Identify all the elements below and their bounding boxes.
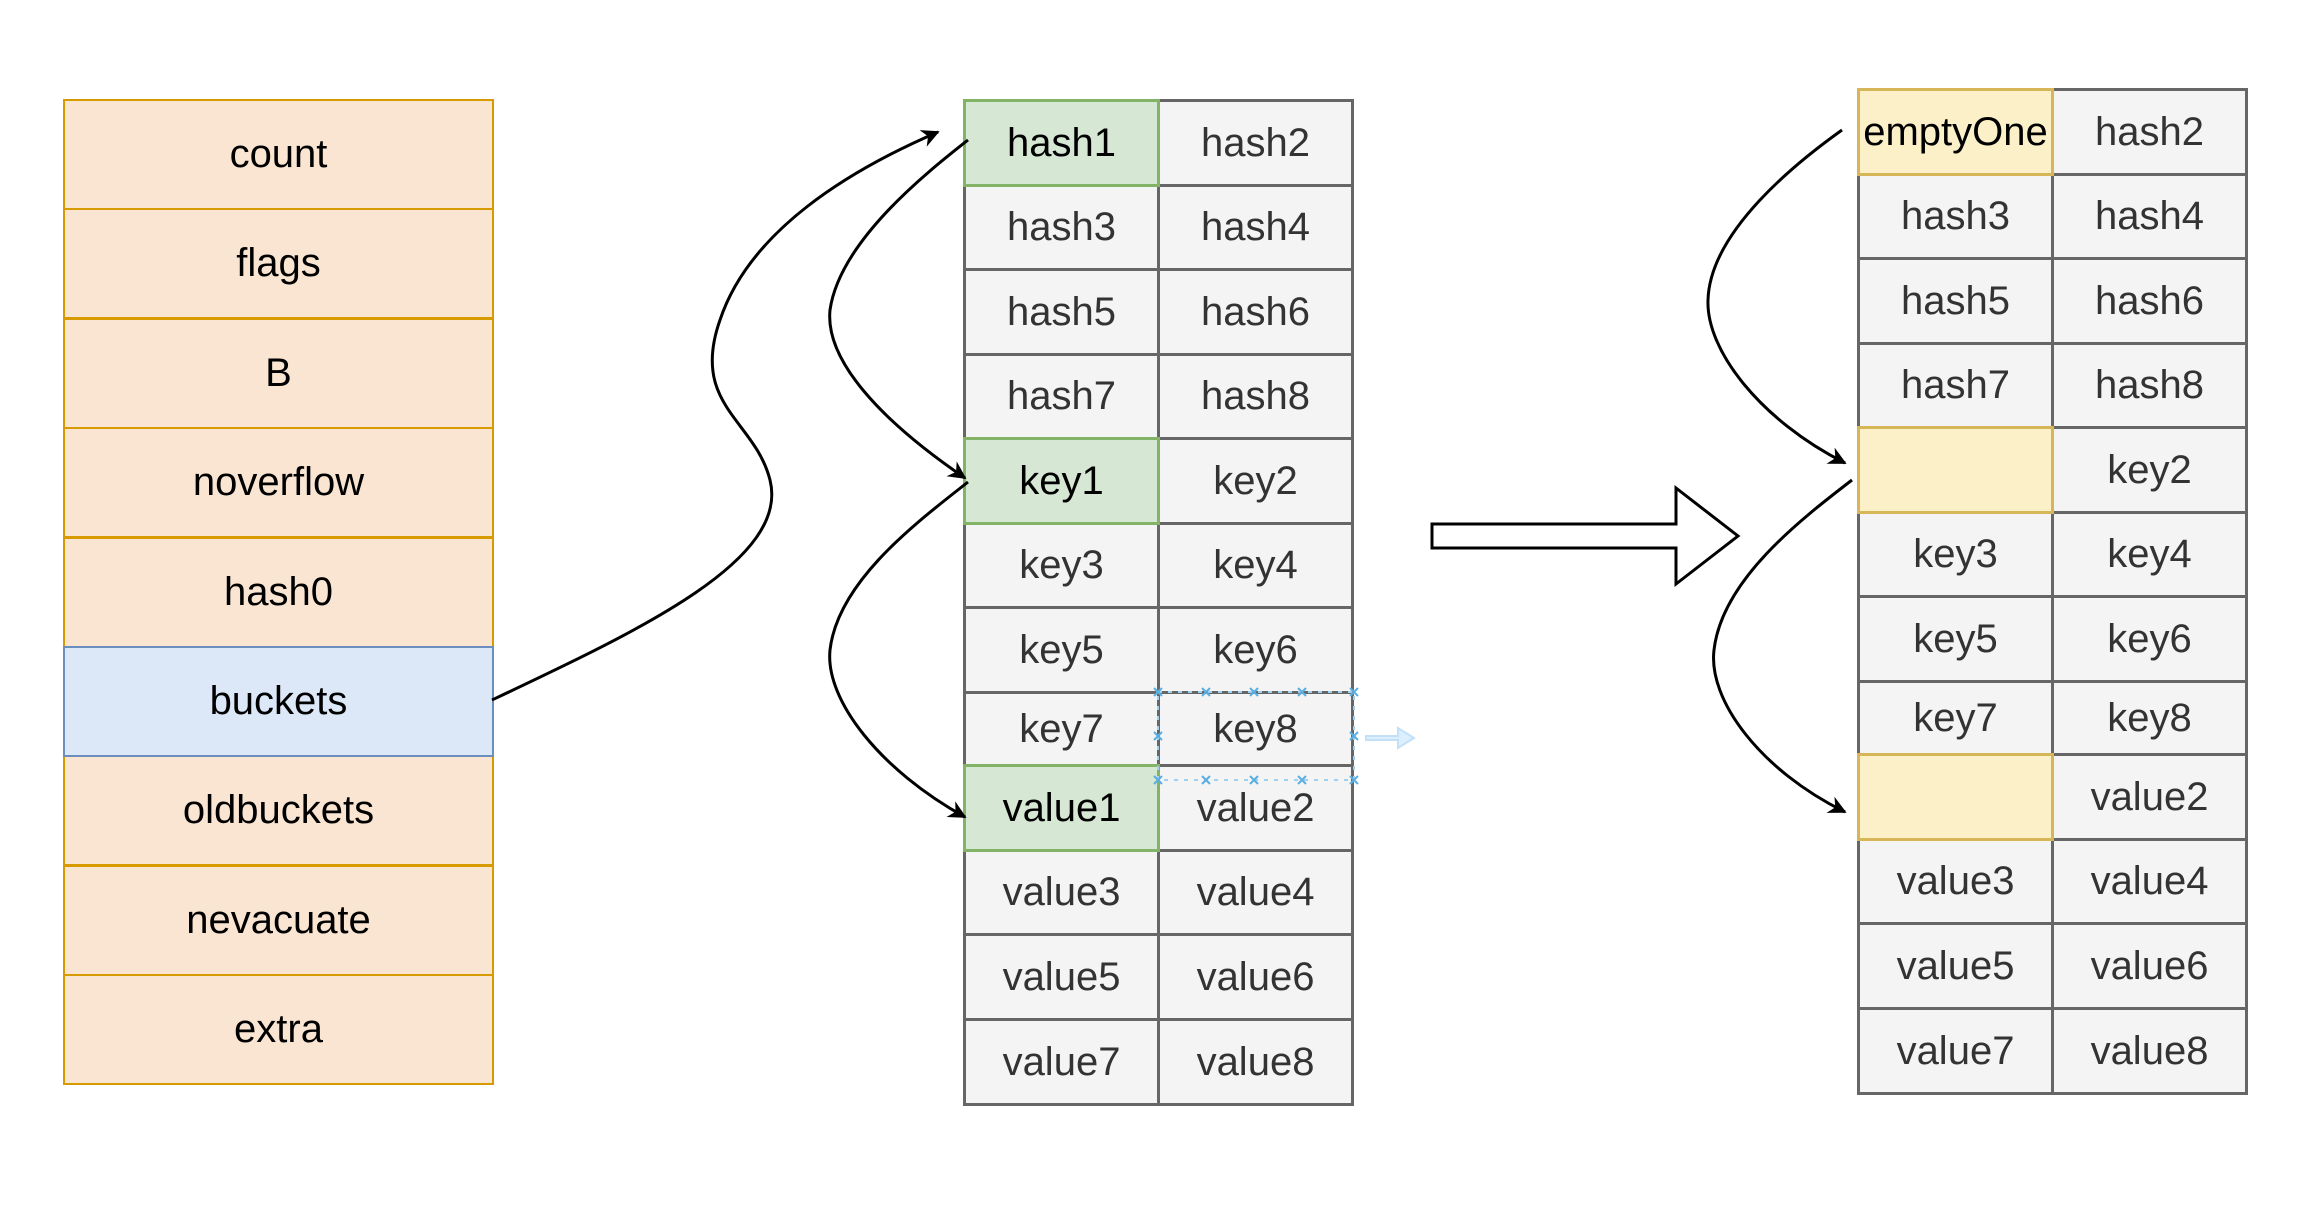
before-cell-hash8: hash8: [1157, 353, 1354, 440]
before-cell-value3: value3: [963, 849, 1160, 936]
after-cell-key6: key6: [2051, 595, 2248, 683]
after-key-to-value-arrow: [1712, 478, 1853, 814]
hash-to-key-arrow: [828, 138, 969, 480]
before-cell-value2: value2: [1157, 764, 1354, 852]
after-cell-value2: value2: [2051, 753, 2248, 841]
buckets-pointer-arrow: [491, 130, 940, 702]
after-cell-hash5: hash5: [1857, 257, 2054, 345]
before-cell-hash7: hash7: [963, 353, 1160, 440]
before-cell-value6: value6: [1157, 933, 1354, 1021]
after-cell-empty-slot: [1857, 753, 2054, 841]
before-cell-key7: key7: [963, 691, 1160, 767]
before-cell-key5: key5: [963, 606, 1160, 694]
before-cell-value5: value5: [963, 933, 1160, 1021]
after-cell-value7: value7: [1857, 1007, 2054, 1095]
after-cell-empty-slot: [1857, 426, 2054, 514]
after-hash-to-key-arrow: [1706, 128, 1847, 465]
before-cell-value8: value8: [1157, 1018, 1354, 1106]
after-cell-value6: value6: [2051, 922, 2248, 1010]
hmap-field-hash0: hash0: [63, 537, 494, 648]
after-cell-hash4: hash4: [2051, 173, 2248, 260]
after-cell-hash8: hash8: [2051, 342, 2248, 429]
hmap-field-b: B: [63, 318, 494, 429]
hmap-field-oldbuckets: oldbuckets: [63, 755, 494, 866]
hmap-field-extra: extra: [63, 974, 494, 1085]
before-cell-value4: value4: [1157, 849, 1354, 936]
after-cell-key2: key2: [2051, 426, 2248, 514]
selection-box: [1157, 691, 1355, 781]
connection-hint-arrow: [1365, 726, 1416, 750]
before-cell-hash6: hash6: [1157, 268, 1354, 356]
hmap-field-noverflow: noverflow: [63, 427, 494, 538]
transform-arrow: [1430, 484, 1741, 588]
after-cell-value4: value4: [2051, 838, 2248, 925]
after-cell-value3: value3: [1857, 838, 2054, 925]
after-cell-key7: key7: [1857, 680, 2054, 756]
before-cell-hash5: hash5: [963, 268, 1160, 356]
before-cell-value7: value7: [963, 1018, 1160, 1106]
before-cell-key2: key2: [1157, 437, 1354, 525]
before-cell-key4: key4: [1157, 522, 1354, 609]
hmap-field-count: count: [63, 99, 494, 210]
after-cell-emptyone: emptyOne: [1857, 88, 2054, 176]
before-cell-key1: key1: [963, 437, 1160, 525]
before-cell-key8: key8: [1157, 691, 1354, 767]
after-cell-value5: value5: [1857, 922, 2054, 1010]
after-cell-key3: key3: [1857, 511, 2054, 598]
hmap-field-nevacuate: nevacuate: [63, 865, 494, 976]
key-to-value-arrow: [828, 480, 969, 819]
after-cell-value8: value8: [2051, 1007, 2248, 1095]
hmap-field-buckets: buckets: [63, 646, 494, 757]
selection-handles: [1153, 687, 1359, 785]
